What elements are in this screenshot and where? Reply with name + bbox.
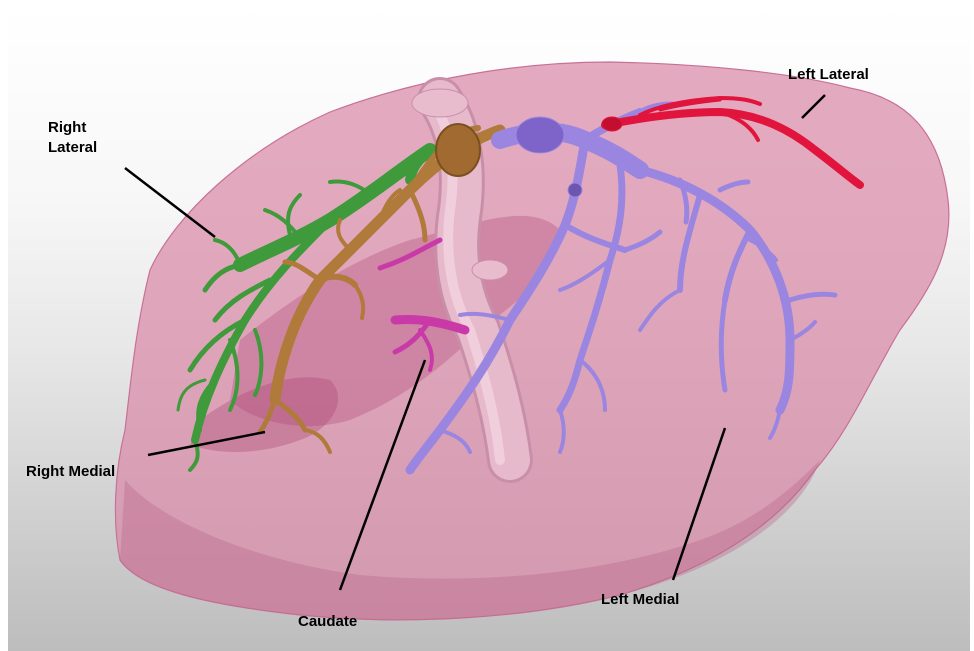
label-right-medial: Right Medial bbox=[26, 462, 115, 482]
label-right-lateral: Right Lateral bbox=[48, 118, 97, 158]
leader-caudate bbox=[340, 360, 425, 590]
leader-left-medial bbox=[673, 428, 725, 580]
label-left-lateral: Left Lateral bbox=[788, 65, 869, 85]
leader-left-lateral bbox=[802, 95, 825, 118]
leader-right-lateral bbox=[125, 168, 215, 237]
label-caudate: Caudate bbox=[298, 612, 357, 632]
leader-right-medial bbox=[148, 432, 265, 455]
label-left-medial: Left Medial bbox=[601, 590, 679, 610]
